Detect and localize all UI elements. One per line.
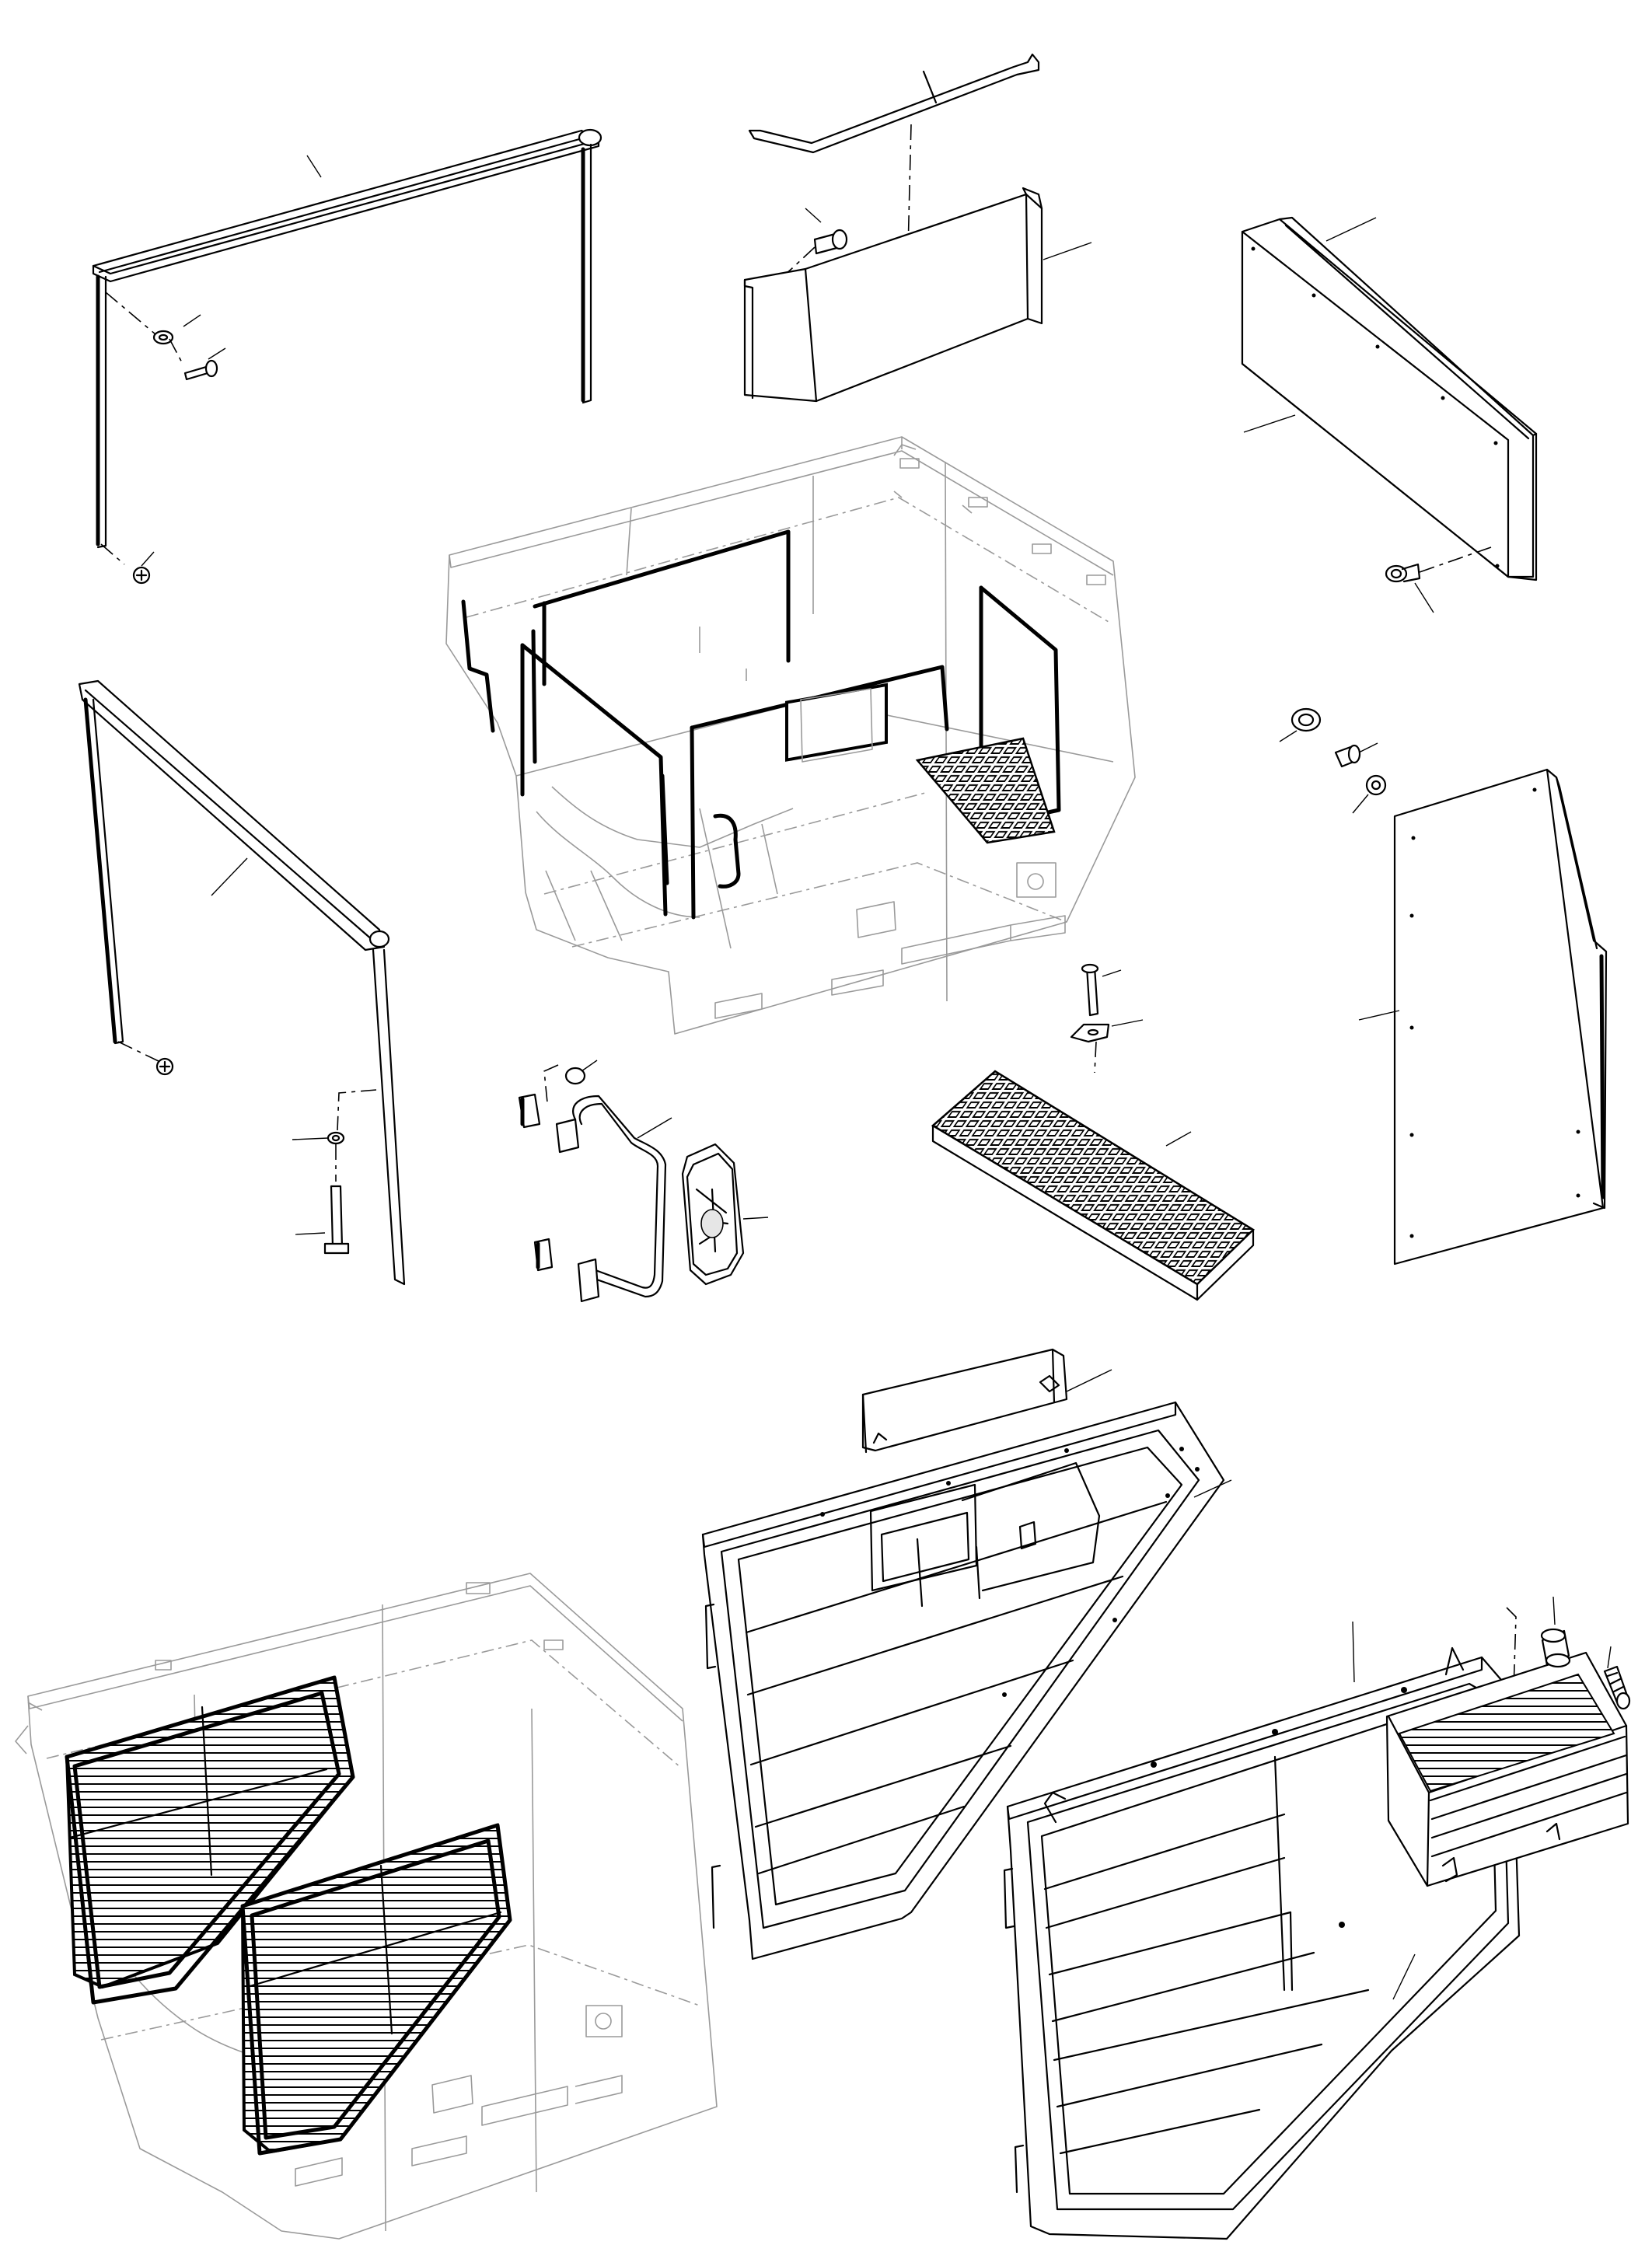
cab-assembly-upper <box>445 436 1136 1035</box>
retaining-pin <box>778 208 848 281</box>
bushing-hardware <box>292 1089 377 1255</box>
window-frame-left <box>78 679 406 1286</box>
stud <box>1334 742 1378 768</box>
fastener <box>1385 546 1492 613</box>
vent-box <box>1385 1651 1629 2000</box>
spacer <box>1540 1596 1571 1668</box>
knob <box>1279 707 1322 742</box>
assembly-centerline <box>100 292 184 565</box>
assembly-centerline <box>907 124 912 251</box>
window-frame-upper-left <box>92 128 602 567</box>
side-panel-right <box>1358 768 1608 1266</box>
side-panel-upper-right <box>1241 216 1538 581</box>
bolt <box>183 359 218 381</box>
cab-assembly-lower <box>15 1573 718 2240</box>
mirror <box>681 1143 769 1286</box>
washer <box>152 330 174 345</box>
hinge-bracket <box>861 1348 1112 1454</box>
screw <box>132 566 151 585</box>
mirror-arm <box>518 1060 672 1303</box>
door-frame-center <box>701 1401 1232 1960</box>
washer-right <box>1352 774 1387 814</box>
mounting-hardware-lower <box>1070 963 1144 1074</box>
trim-strip <box>748 53 1040 154</box>
cover-panel <box>743 187 1092 403</box>
step-grating <box>931 1070 1256 1301</box>
bolt-right <box>1603 1646 1631 1710</box>
